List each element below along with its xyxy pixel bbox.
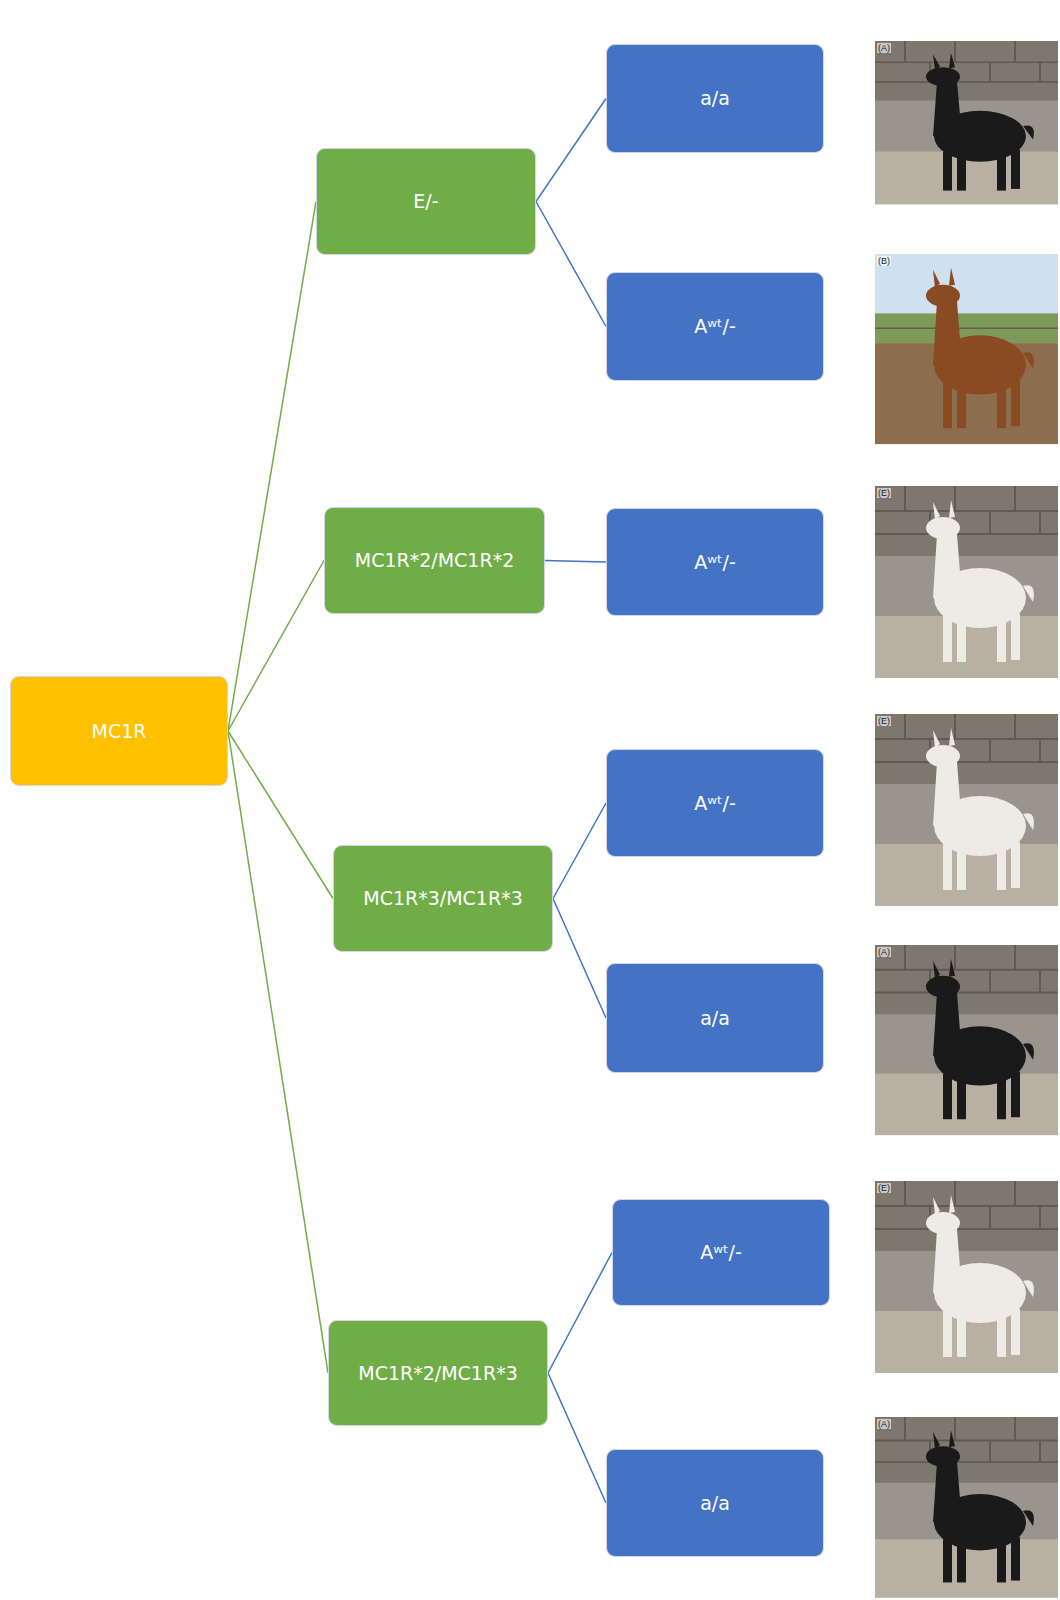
node-label: a/a xyxy=(700,1007,730,1030)
agouti-box: a/a xyxy=(606,44,824,153)
genotype-box: E/- xyxy=(316,148,536,255)
agouti-box: a/a xyxy=(606,1449,824,1557)
photo-panel-letter: (E) xyxy=(877,716,891,726)
tree-connector xyxy=(548,1253,612,1374)
photo-panel-letter: (B) xyxy=(877,256,891,266)
node-label: Aʷᵗ/- xyxy=(694,315,736,338)
tree-connector xyxy=(553,899,606,1019)
agouti-box: Aʷᵗ/- xyxy=(612,1199,830,1306)
node-label: MC1R*2/MC1R*2 xyxy=(355,549,514,572)
photo-panel-letter: (A) xyxy=(877,947,891,957)
node-label: E/- xyxy=(413,190,438,213)
agouti-box: Aʷᵗ/- xyxy=(606,272,824,381)
node-label: MC1R*2/MC1R*3 xyxy=(358,1362,517,1385)
genotype-box: MC1R*3/MC1R*3 xyxy=(333,845,553,952)
tree-connector xyxy=(228,561,324,732)
node-label: Aʷᵗ/- xyxy=(700,1241,742,1264)
agouti-box: a/a xyxy=(606,963,824,1073)
genotype-box: MC1R*2/MC1R*2 xyxy=(324,507,545,614)
tree-connector xyxy=(228,731,328,1373)
agouti-box: Aʷᵗ/- xyxy=(606,749,824,857)
tree-connector xyxy=(545,561,606,563)
tree-connector xyxy=(548,1373,606,1503)
node-label: MC1R xyxy=(92,720,147,743)
tree-connector xyxy=(553,803,606,899)
node-label: MC1R*3/MC1R*3 xyxy=(363,887,522,910)
photo-panel-letter: (A) xyxy=(877,1419,891,1429)
photo-panel-letter: (E) xyxy=(877,488,891,498)
root-box: MC1R xyxy=(10,676,228,786)
genotype-box: MC1R*2/MC1R*3 xyxy=(328,1320,548,1426)
photo-panel-letter: (A) xyxy=(877,43,891,53)
node-label: Aʷᵗ/- xyxy=(694,551,736,574)
tree-connector xyxy=(536,99,606,202)
agouti-box: Aʷᵗ/- xyxy=(606,508,824,616)
tree-connector xyxy=(228,731,333,899)
node-label: a/a xyxy=(700,87,730,110)
photo-panel-letter: (E) xyxy=(877,1183,891,1193)
node-label: a/a xyxy=(700,1492,730,1515)
node-label: Aʷᵗ/- xyxy=(694,792,736,815)
tree-connector xyxy=(536,202,606,327)
